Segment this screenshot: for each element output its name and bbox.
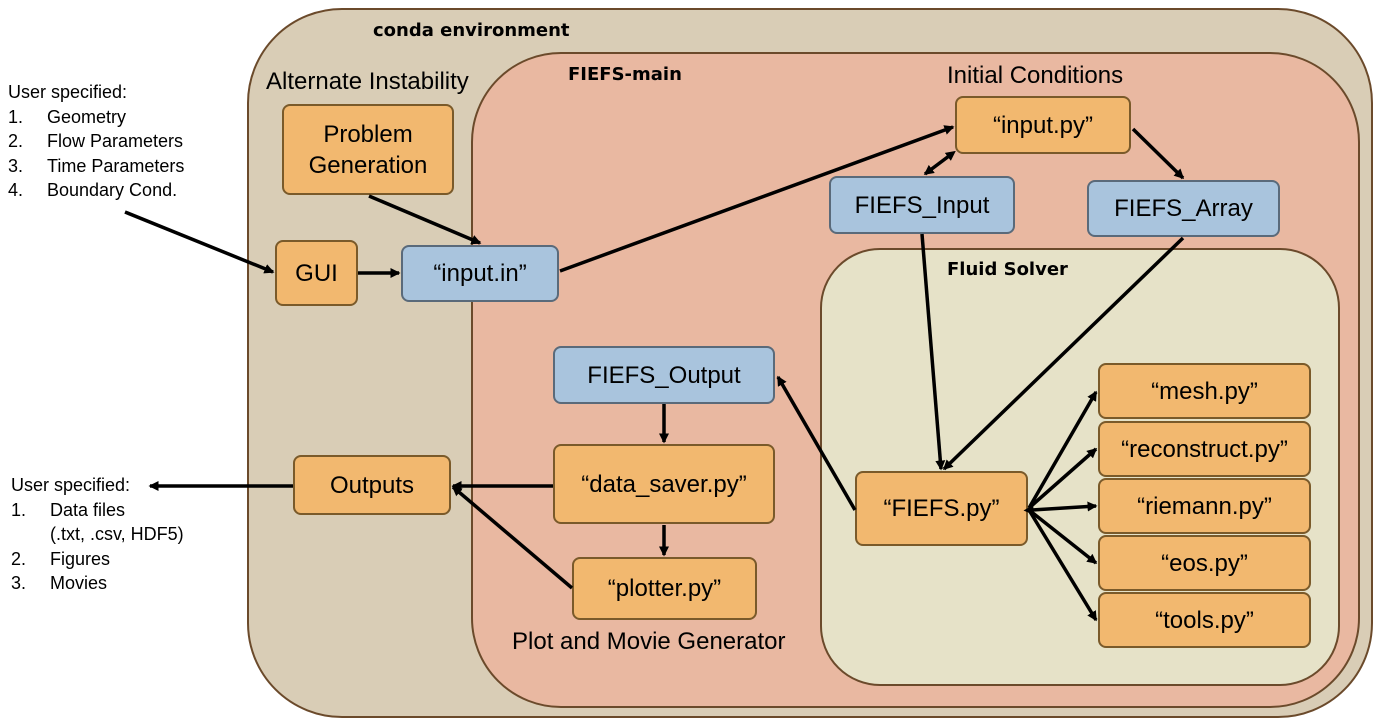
fiefs-main-title: FIEFS-main: [568, 64, 682, 85]
list-item: 1.Data files: [11, 499, 126, 520]
user-output-list: User specified: 1.Data files (.txt, .csv…: [11, 473, 184, 596]
edge-userinput-to-gui: [124, 210, 275, 274]
edge-fiefs-py-to-tools: [1027, 509, 1098, 622]
alternate-instability-label: Alternate Instability: [266, 68, 469, 95]
fiefs-py-node: “FIEFS.py”: [855, 471, 1028, 546]
fluid-solver-title: Fluid Solver: [947, 259, 1068, 280]
input-py-node: “input.py”: [955, 96, 1131, 154]
edge-fiefs-py-riemann: [1023, 501, 1098, 515]
edge-fiefs-input-to-fiefs-py: [920, 233, 946, 471]
user-output-title: User specified:: [11, 475, 131, 495]
mesh-node: “mesh.py”: [1098, 363, 1311, 419]
list-item: 2.Figures: [11, 548, 111, 569]
problem-generation-node: Problem Generation: [282, 104, 454, 195]
eos-node: “eos.py”: [1098, 535, 1311, 591]
edge-fiefs-py-to-mesh: [1027, 390, 1098, 509]
edge-input-py-to-fiefs-array: [1131, 127, 1185, 180]
initial-conditions-label: Initial Conditions: [947, 62, 1124, 89]
edge-fiefs-py-to-eos: [1027, 508, 1098, 565]
edge-plotter-to-outputs: [451, 485, 574, 590]
conda-environment-title: conda environment: [373, 20, 570, 41]
outputs-node: Outputs: [293, 455, 451, 515]
input-in-node: “input.in”: [401, 245, 559, 302]
list-item: 2.Flow Parameters: [8, 131, 184, 151]
edge-fiefs-py-to-fiefs-output: [776, 375, 857, 511]
user-input-title: User specified:: [8, 82, 128, 102]
edge-input-py-fiefs-input: [923, 150, 956, 176]
fiefs-output-node: FIEFS_Output: [553, 346, 775, 404]
edge-fiefs-py-to-reconstruct: [1027, 447, 1098, 510]
problem-generation-line-1: Problem: [323, 120, 413, 148]
edge-fiefs-array-to-fiefs-py: [942, 236, 1185, 471]
edge-input-in-to-input-py: [559, 125, 955, 273]
edge-problem-generation-to-input-in: [368, 194, 482, 245]
reconstruct-node: “reconstruct.py”: [1098, 421, 1311, 477]
list-item: 3.Movies: [11, 573, 108, 593]
list-item: 1.Geometry: [8, 106, 127, 127]
fiefs-array-node: FIEFS_Array: [1087, 180, 1280, 237]
fiefs-input-node: FIEFS_Input: [829, 176, 1015, 234]
user-input-list: User specified: 1.Geometry 2.Flow Parame…: [8, 80, 184, 203]
data-saver-node: “data_saver.py”: [553, 444, 775, 524]
list-item: 4.Boundary Cond.: [8, 180, 178, 200]
tools-node: “tools.py”: [1098, 592, 1311, 648]
list-item: 3.Time Parameters: [8, 155, 185, 176]
plot-movie-generator-label: Plot and Movie Generator: [512, 628, 786, 655]
riemann-node: “riemann.py”: [1098, 478, 1311, 534]
gui-node: GUI: [275, 240, 358, 306]
plotter-node: “plotter.py”: [572, 557, 757, 620]
list-item: (.txt, .csv, HDF5): [50, 524, 184, 544]
problem-generation-line-2: Generation: [308, 151, 428, 179]
